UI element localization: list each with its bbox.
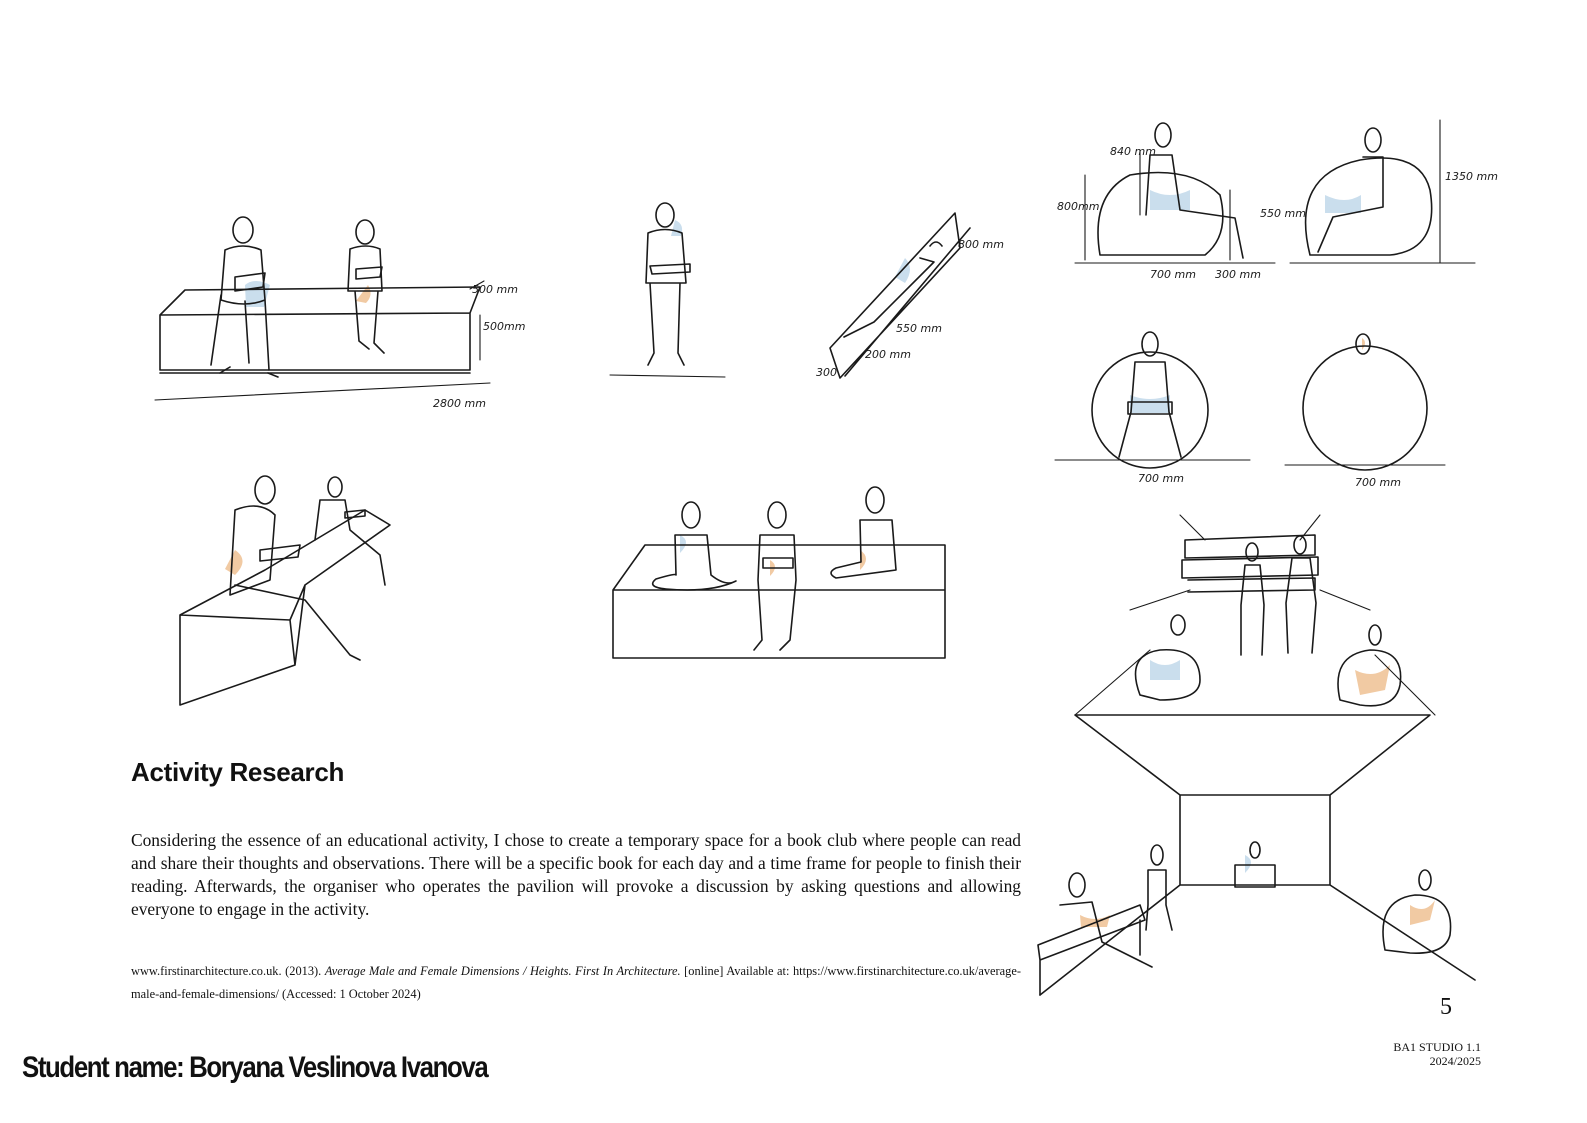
bench-depth-label: 500 mm [472, 283, 518, 296]
beanbag-top-label: 840 mm [1110, 145, 1156, 158]
reference-details: [online] Available at: https://www.first… [131, 964, 1021, 1001]
sketch-standing-reader [609, 200, 730, 390]
studio-label: BA1 STUDIO 1.1 2024/2025 [1393, 1040, 1481, 1068]
bench-height-label: 500mm [483, 320, 525, 333]
sketch-l-bench-readers [175, 470, 405, 710]
sketch-pavilion-interior [1070, 510, 1445, 730]
beanbag-width-label: 700 mm [1150, 268, 1196, 281]
reference-title: Average Male and Female Dimensions / Hei… [324, 964, 681, 978]
beanbag-overall-label: 1350 mm [1445, 170, 1498, 183]
beanbag-back-width-label: 700 mm [1355, 476, 1401, 489]
studio-course: BA1 STUDIO 1.1 [1393, 1040, 1481, 1054]
beanbag-extension-label: 300 mm [1215, 268, 1261, 281]
sketch-reclining-lounger: 800 mm 550 mm 200 mm 300 [810, 208, 1004, 388]
sketch-platform-three-readers [605, 480, 955, 665]
beanbag-front-width-label: 700 mm [1138, 472, 1184, 485]
beanbag-side-label: 550 mm [1260, 207, 1306, 220]
sketch-beanbag-side-views: 800mm 840 mm 550 mm 700 mm 300 mm 1350 m… [1055, 115, 1498, 285]
page-number: 5 [1440, 994, 1452, 1020]
student-name: Student name: Boryana Veslinova Ivanova [22, 1051, 489, 1084]
lounger-dim-d: 300 [816, 366, 837, 379]
sketch-bench-two-readers: 500 mm 500mm 2800 mm [150, 205, 530, 420]
beanbag-seat-height-label: 800mm [1057, 200, 1099, 213]
page-title: Activity Research [131, 757, 345, 787]
sketch-beanbag-front-back: 700 mm 700 mm [1050, 330, 1450, 490]
sketch-pavilion-room [1030, 705, 1495, 1005]
bench-length-label: 2800 mm [433, 397, 486, 410]
body-paragraph: Considering the essence of an educationa… [131, 830, 1021, 919]
lounger-dim-a: 800 mm [958, 238, 1004, 251]
reference-citation: www.firstinarchitecture.co.uk. (2013). A… [131, 960, 1021, 1006]
lounger-dim-c: 200 mm [865, 348, 911, 361]
studio-year: 2024/2025 [1429, 1054, 1481, 1068]
reference-author: www.firstinarchitecture.co.uk. (2013). [131, 964, 322, 978]
lounger-dim-b: 550 mm [896, 322, 942, 335]
